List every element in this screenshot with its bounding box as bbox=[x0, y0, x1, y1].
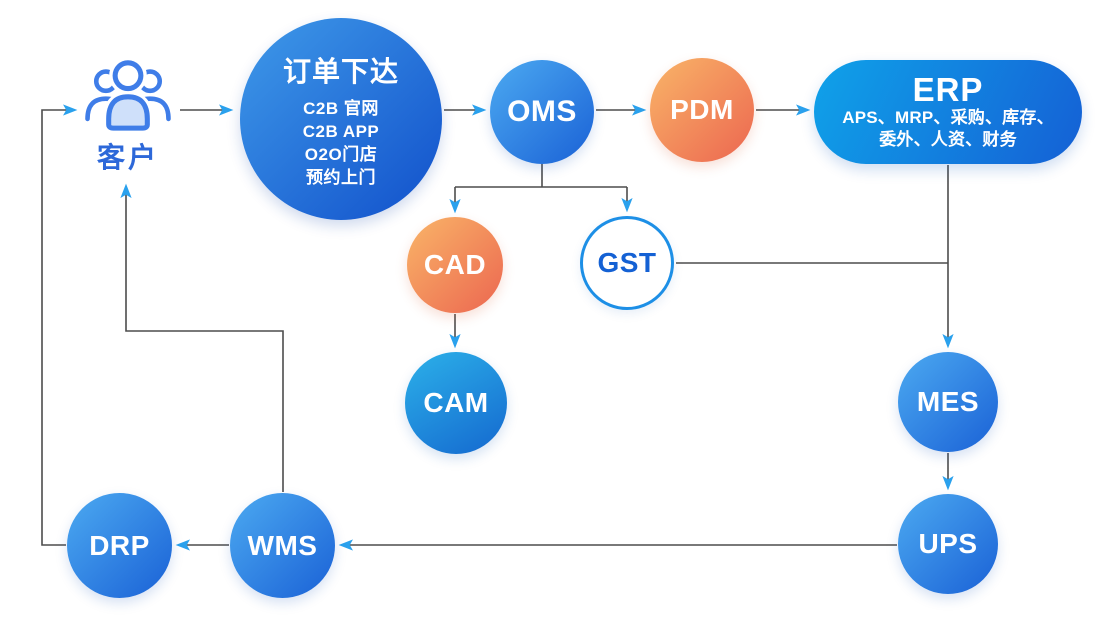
order-channel-c2b-web: C2B 官网 bbox=[303, 98, 379, 118]
erp-modules-line2: 委外、人资、财务 bbox=[879, 130, 1017, 149]
edge-wms-to-customer bbox=[120, 183, 284, 492]
edge-drp-to-customer bbox=[41, 104, 78, 546]
cam-label: CAM bbox=[423, 387, 489, 418]
customers-group-icon bbox=[85, 58, 171, 132]
order-channel-c2b-app: C2B APP bbox=[302, 121, 380, 141]
pdm-label: PDM bbox=[670, 94, 734, 125]
customer-label: 客户 bbox=[96, 142, 159, 173]
drp-label: DRP bbox=[89, 529, 150, 561]
node-order-placement: 订单下达 C2B 官网 C2B APP O2O门店 预约上门 bbox=[240, 18, 442, 220]
node-ups: UPS bbox=[898, 494, 998, 594]
erp-title: ERP bbox=[912, 71, 984, 108]
order-channel-o2o-store: O2O门店 bbox=[304, 144, 378, 164]
erp-modules-line1: APS、MRP、采购、库存、 bbox=[842, 108, 1054, 127]
node-gst: GST bbox=[580, 216, 674, 310]
cad-label: CAD bbox=[423, 249, 487, 280]
ups-label: UPS bbox=[918, 528, 978, 559]
order-title: 订单下达 bbox=[282, 55, 399, 87]
order-channel-appointment: 预约上门 bbox=[306, 167, 376, 187]
wms-label: WMS bbox=[247, 529, 318, 561]
gst-label: GST bbox=[597, 247, 657, 278]
node-wms: WMS bbox=[230, 493, 335, 598]
node-cam: CAM bbox=[405, 352, 507, 454]
oms-label: OMS bbox=[507, 95, 577, 128]
mes-label: MES bbox=[916, 386, 980, 417]
node-erp: ERP APS、MRP、采购、库存、 委外、人资、财务 bbox=[814, 60, 1082, 164]
node-pdm: PDM bbox=[650, 58, 754, 162]
node-cad: CAD bbox=[407, 217, 503, 313]
node-mes: MES bbox=[898, 352, 998, 452]
node-oms: OMS bbox=[490, 60, 594, 164]
node-customer: 客户 bbox=[68, 58, 188, 176]
node-drp: DRP bbox=[67, 493, 172, 598]
